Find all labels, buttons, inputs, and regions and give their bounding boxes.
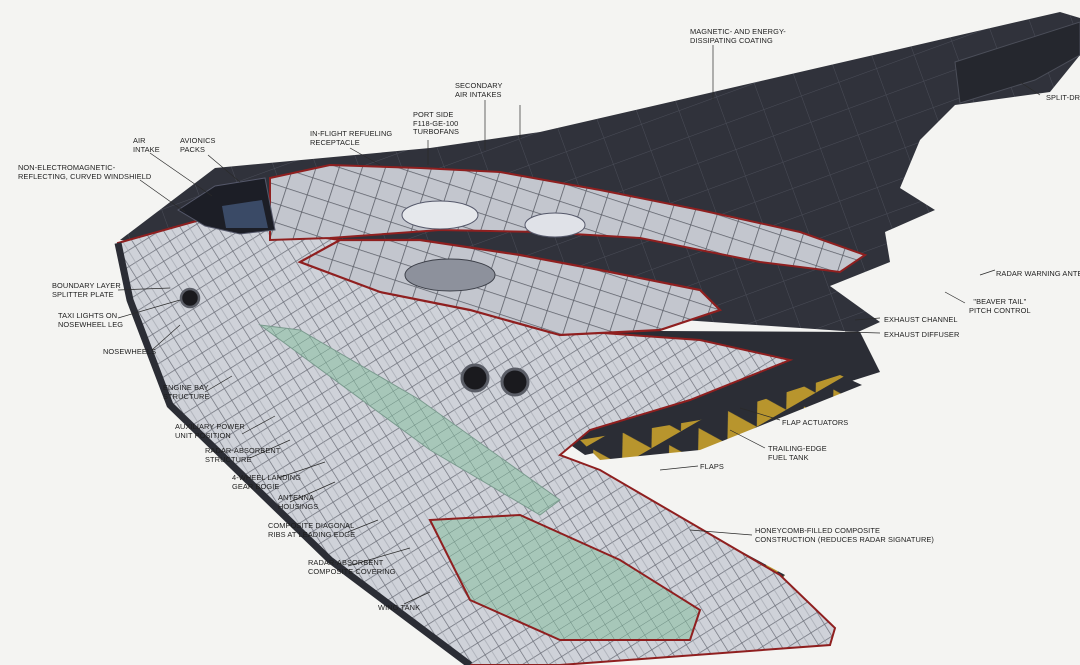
label-coating: MAGNETIC- AND ENERGY- DISSIPATING COATIN… [690, 27, 786, 45]
nosewheel [179, 287, 201, 309]
label-flaps: FLAPS [700, 462, 724, 471]
engine-bay-cutaway [297, 238, 723, 337]
label-refueling-receptacle: IN-FLIGHT REFUELING RECEPTACLE [310, 129, 393, 147]
label-air-intake: AIR INTAKE [133, 136, 160, 154]
cockpit-window [222, 200, 268, 228]
label-exhaust-diffuser: EXHAUST DIFFUSER [884, 330, 960, 339]
label-turbofans: PORT SIDE F118-GE-100 TURBOFANS [413, 110, 460, 137]
main-gear-wheel-2 [500, 367, 530, 397]
label-exhaust-channel: EXHAUST CHANNEL [884, 315, 958, 324]
label-radar-warning-antenna: RADAR WARNING ANTENNA [996, 269, 1080, 278]
label-composite-ribs: COMPOSITE DIAGONAL RIBS AT LEADING EDGE [268, 521, 356, 539]
label-secondary-air-intakes: SECONDARY AIR INTAKES [455, 81, 503, 99]
label-radar-absorbent-structure: RADAR-ABSORBENT STRUCTURE [205, 446, 281, 464]
label-beaver-tail: "BEAVER TAIL" PITCH CONTROL [969, 297, 1031, 315]
label-windshield: NON-ELECTROMAGNETIC- REFLECTING, CURVED … [18, 163, 152, 181]
leading-edge-skin [114, 242, 473, 665]
label-honeycomb-construction: HONEYCOMB-FILLED COMPOSITE CONSTRUCTION … [755, 526, 934, 544]
wing-tank [428, 513, 702, 641]
label-composite-covering: RADAR-ABSORBENT COMPOSITE COVERING [308, 558, 396, 576]
label-split-drag: SPLIT-DRAG [1046, 93, 1080, 102]
main-gear-wheel-1 [460, 363, 490, 393]
label-engine-bay-structure: ENGINE BAY STRUCTURE [163, 383, 210, 401]
label-avionics-packs: AVIONICS PACKS [180, 136, 216, 154]
engine-bay-turbofan [404, 258, 496, 292]
fuel-tank-inner [258, 324, 561, 516]
label-flap-actuators: FLAP ACTUATORS [782, 418, 849, 427]
split-drag-rudder [954, 21, 1080, 104]
leader-lines [117, 45, 1041, 605]
label-nosewheels: NOSEWHEELS [103, 347, 157, 356]
label-splitter-plate: BOUNDARY LAYER SPLITTER PLATE [52, 281, 121, 299]
label-trailing-edge-fuel-tank: TRAILING-EDGE FUEL TANK [768, 444, 827, 462]
label-wing-tank: WING TANK [378, 603, 421, 612]
label-antenna-housings: ANTENNA HOUSINGS [278, 493, 319, 511]
turbofan-engine-2 [524, 212, 586, 238]
turbofan-engine-1 [401, 200, 479, 230]
label-apu-position: AUXILIARY POWER UNIT POSITION [175, 422, 245, 440]
flaps-chevrons [580, 375, 862, 460]
label-landing-gear-bogie: 4-WHEEL LANDING GEAR BOGIE [232, 473, 301, 491]
label-taxi-lights: TAXI LIGHTS ON NOSEWHEEL LEG [58, 311, 124, 329]
